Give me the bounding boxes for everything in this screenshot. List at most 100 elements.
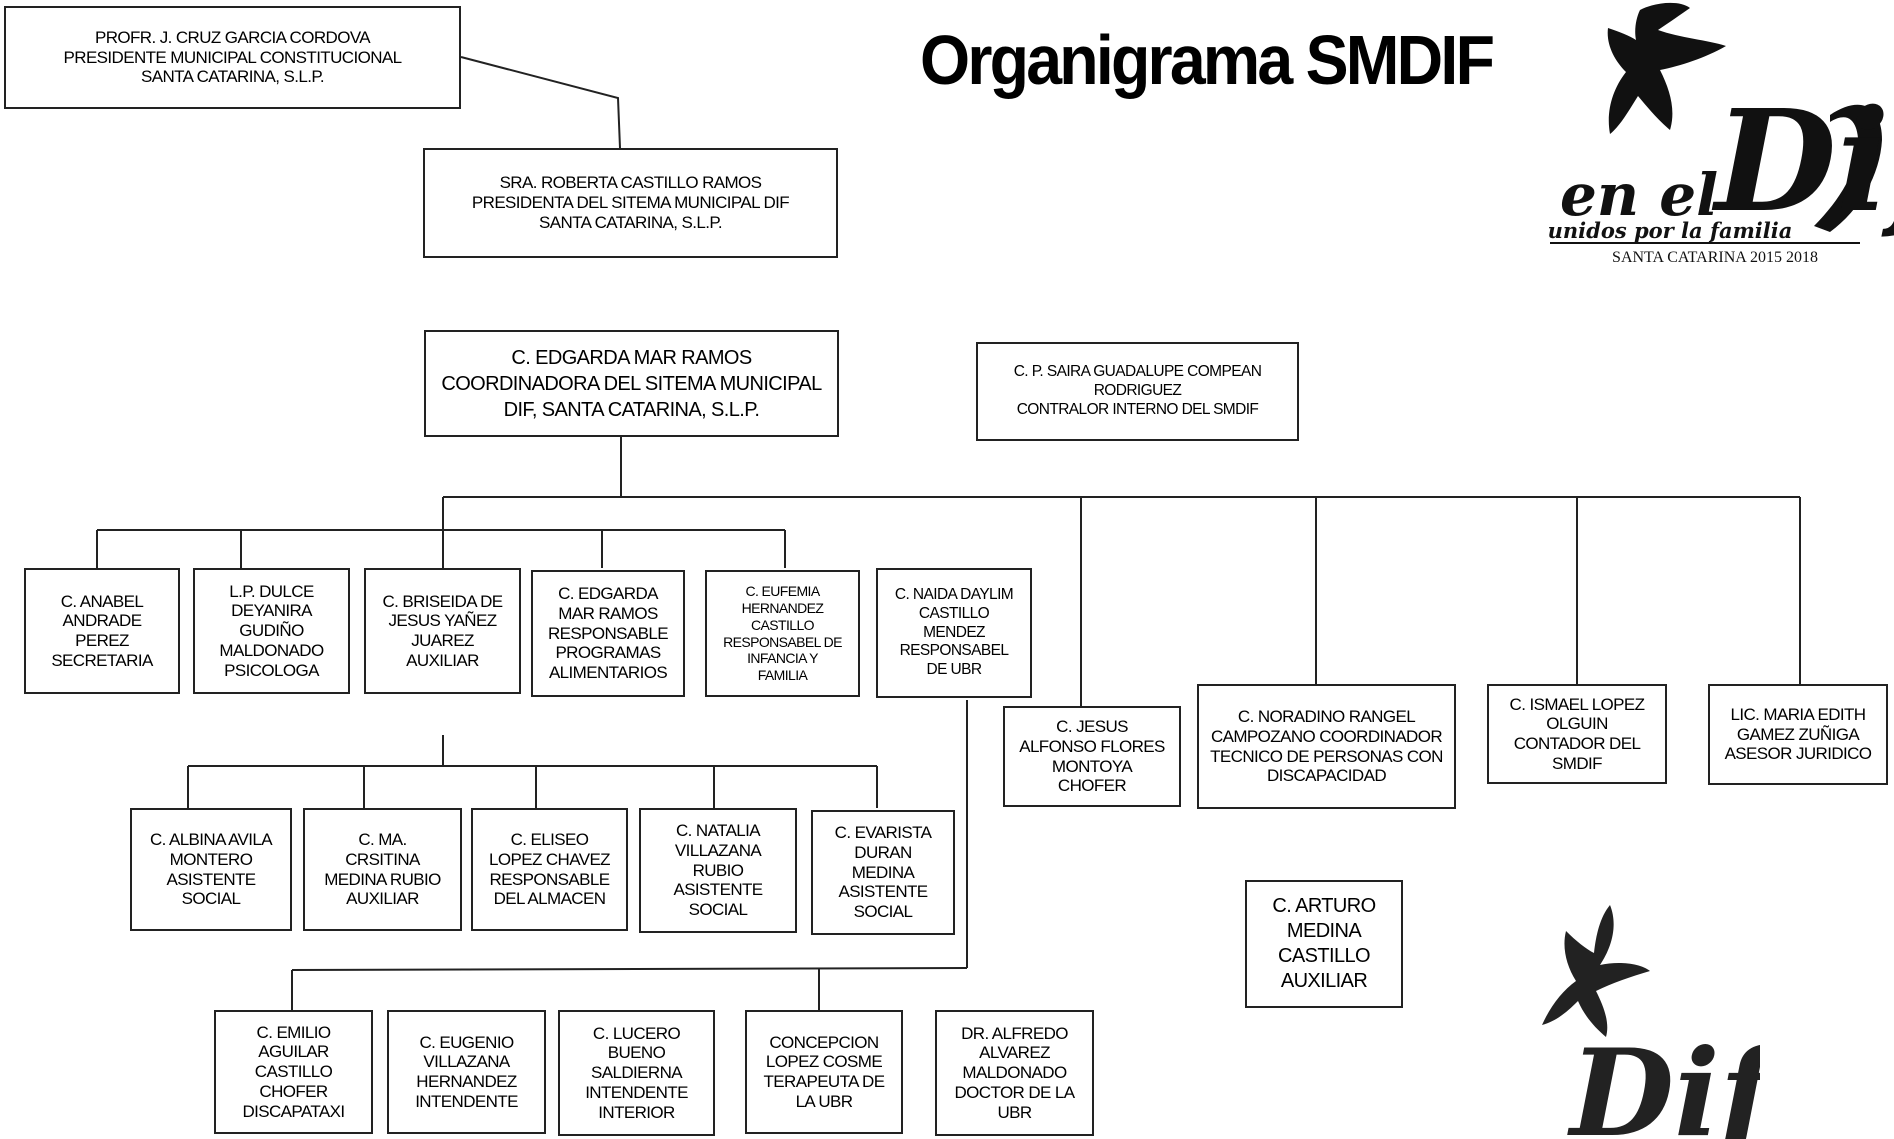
node-line: ALVAREZ — [979, 1043, 1050, 1063]
node-line: MALDONADO — [219, 640, 324, 660]
node-coordinadora: C. EDGARDA MAR RAMOS COORDINADORA DEL SIT… — [424, 330, 839, 437]
node-line: BUENO — [607, 1043, 666, 1063]
node-line: C. EVARISTA — [834, 823, 932, 843]
node-line: UBR — [997, 1102, 1032, 1122]
node-line: ASESOR JURIDICO — [1724, 744, 1872, 764]
node-line: SANTA CATARINA, S.L.P. — [539, 212, 723, 232]
node-line: FAMILIA — [757, 667, 808, 684]
node-line: C. EMILIO — [256, 1022, 332, 1042]
node-line: RODRIGUEZ — [1093, 382, 1182, 400]
node-line: DE UBR — [926, 661, 983, 679]
node-line: TECNICO DE PERSONAS CON — [1210, 746, 1443, 766]
node-line: ASISTENTE — [166, 869, 256, 889]
node-line: C. ELISEO — [510, 830, 589, 850]
node-line: MEDINA RUBIO — [324, 869, 441, 889]
node-line: INTERIOR — [598, 1102, 675, 1122]
node-line: CASTILLO — [1278, 945, 1371, 967]
page-title: Organigrama SMDIF — [920, 21, 1495, 99]
connector — [291, 967, 968, 971]
logo-en-el-text: en el — [1560, 161, 1718, 229]
node-line: CONTRALOR INTERNO DEL SMDIF — [1016, 400, 1259, 418]
node-line: C. P. SAIRA GUADALUPE COMPEAN — [1013, 363, 1262, 381]
dif-logo-bottom: Dif — [1542, 905, 1760, 1139]
node-line: MEDINA — [1286, 919, 1362, 942]
node-line: DIF, SANTA CATARINA, S.L.P. — [503, 398, 760, 421]
node-line: MONTERO — [169, 849, 253, 869]
node-line: CHOFER — [259, 1081, 328, 1101]
node-line: ASISTENTE — [673, 880, 763, 900]
node-line: CASTILLO — [751, 616, 814, 633]
node-line: ALIMENTARIOS — [548, 663, 668, 683]
node-line: L.P. DULCE — [229, 581, 314, 601]
logo-dif-text: Dif — [1711, 80, 1894, 244]
node-line: PROFR. J. CRUZ GARCIA CORDOVA — [94, 27, 371, 47]
swoosh-icon — [1814, 104, 1882, 232]
node-line: SECRETARIA — [51, 650, 153, 670]
node-line: RUBIO — [692, 860, 744, 880]
node-line: RESPONSABEL DE — [723, 633, 842, 650]
dif-logo: Dif en el unidos por la familia SANTA CA… — [1548, 2, 1894, 266]
node-line: MENDEZ — [923, 623, 985, 641]
node-line: CASTILLO — [918, 604, 990, 622]
node-line: COORDINADORA DEL SITEMA MUNICIPAL — [441, 372, 822, 395]
node-line: C. NAIDA DAYLIM — [894, 585, 1014, 603]
node-line: INFANCIA Y — [747, 650, 818, 667]
node-line: AUXILIAR — [1280, 970, 1368, 993]
node-line: C. EDGARDA MAR RAMOS — [511, 346, 752, 369]
logo-dif-text: Dif — [1567, 1023, 1760, 1139]
node-line: DR. ALFREDO — [961, 1023, 1068, 1043]
node-line: C. NORADINO RANGEL — [1237, 707, 1416, 727]
node-line: AUXILIAR — [406, 650, 479, 670]
node-line: C. NATALIA — [675, 821, 761, 841]
logo-tagline: unidos por la familia — [1548, 218, 1793, 243]
node-line: CASTILLO — [254, 1062, 333, 1082]
node-line: PEREZ — [75, 631, 129, 650]
node-line: ANDRADE — [62, 611, 143, 631]
node-line: PRESIDENTA DEL SITEMA MUNICIPAL DIF — [471, 193, 790, 213]
node-line: INTENDENTE — [415, 1091, 518, 1111]
node-line: DISCAPACIDAD — [1266, 766, 1387, 786]
node-line: C. ALBINA AVILA — [149, 830, 273, 850]
node-line: PSICOLOGA — [224, 660, 319, 680]
node-line: LOPEZ CHAVEZ — [489, 849, 611, 869]
node-line: AUXILIAR — [346, 889, 419, 909]
node-line: SOCIAL — [688, 900, 748, 920]
node-line: CONCEPCION — [769, 1032, 879, 1052]
node-line: JESUS YAÑEZ — [388, 611, 497, 631]
node-line: PROGRAMAS — [555, 643, 661, 663]
node-line: DURAN — [854, 842, 912, 862]
connector — [460, 56, 621, 149]
node-line: SALDIERNA — [591, 1063, 683, 1083]
node-line: C. MA. — [358, 830, 407, 850]
node-line: SMDIF — [1552, 753, 1602, 773]
node-line: VILLAZANA — [423, 1052, 510, 1072]
node-line: VILLAZANA — [674, 840, 762, 860]
node-line: SRA. ROBERTA CASTILLO RAMOS — [499, 173, 762, 193]
bird-icon — [1542, 905, 1650, 1037]
node-line: GAMEZ ZUÑIGA — [1736, 724, 1860, 744]
node-line: AGUILAR — [258, 1042, 329, 1062]
node-line: C. ISMAEL LOPEZ — [1509, 694, 1646, 714]
node-line: ALFONSO FLORES — [1019, 736, 1165, 756]
node-line: MALDONADO — [962, 1063, 1067, 1083]
node-line: HERNANDEZ — [741, 599, 824, 616]
node-line: SOCIAL — [181, 889, 241, 909]
